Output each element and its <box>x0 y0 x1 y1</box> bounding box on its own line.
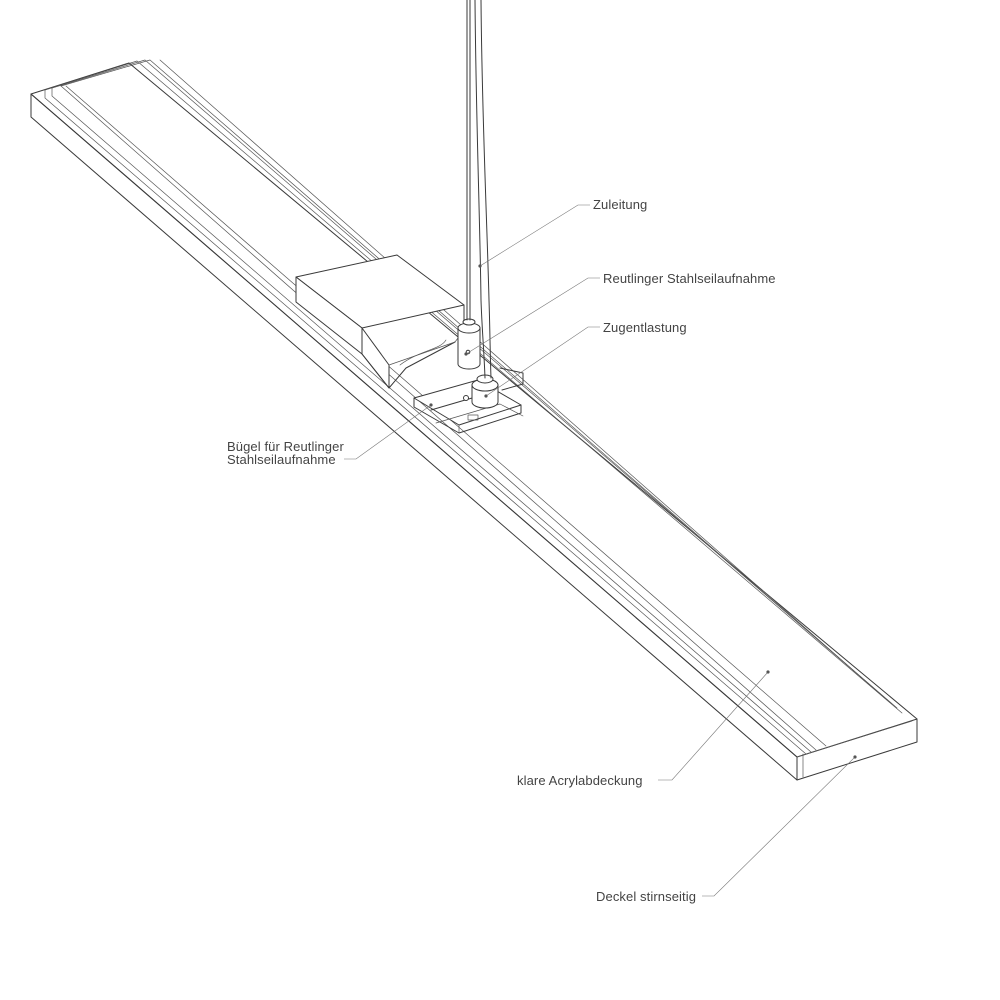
rail-groove-inner <box>60 59 893 705</box>
profile-front-face <box>30 93 798 781</box>
leader-stahlseilaufnahme <box>465 277 600 355</box>
cables <box>399 0 492 379</box>
rail-lip-front <box>44 89 807 755</box>
driver-box-ledge <box>388 329 465 366</box>
leader-dot-buegel <box>429 403 433 407</box>
driver-box-step <box>361 327 390 389</box>
label-acryl: klare Acrylabdeckung <box>517 773 643 788</box>
leader-lines <box>344 204 857 897</box>
leader-deckel <box>702 756 856 897</box>
rail-groove-outer <box>44 60 903 714</box>
rail-groove-outer-2 <box>51 59 898 709</box>
profile-outline-top <box>30 62 918 720</box>
label-zuleitung: Zuleitung <box>593 197 647 212</box>
leader-buegel <box>344 404 432 460</box>
leader-acryl <box>658 671 769 781</box>
leader-dot-zugentlastung <box>484 394 488 398</box>
label-buegel-line1: Bügel für Reutlinger <box>227 439 344 454</box>
profile-front-edge <box>30 93 798 758</box>
leader-dot-deckel <box>853 755 857 759</box>
leader-zuleitung <box>479 204 590 267</box>
driver-box <box>295 254 465 389</box>
screw-slot <box>467 414 479 421</box>
supply-cable-left <box>474 0 486 379</box>
label-stahlseilaufnahme: Reutlinger Stahlseilaufnahme <box>603 271 776 286</box>
label-zugentlastung: Zugentlastung <box>603 320 687 335</box>
rail-lip-front-2 <box>51 87 812 753</box>
leader-dot-stahlseilaufnahme <box>464 352 468 356</box>
profile-body <box>30 59 918 781</box>
bracket-lower <box>435 403 524 424</box>
label-buegel-line2: Stahlseilaufnahme <box>227 452 336 467</box>
driver-box-lower-edge <box>361 341 456 389</box>
set-screw-icon <box>463 395 469 401</box>
supply-cable-right <box>480 0 492 379</box>
mount-cylinder-upper <box>457 327 481 370</box>
internal-cable <box>399 339 447 366</box>
labels: Zuleitung Reutlinger Stahlseilaufnahme Z… <box>227 197 776 904</box>
cable-mount <box>457 318 499 409</box>
label-deckel: Deckel stirnseitig <box>596 889 696 904</box>
end-cap-top <box>796 720 913 758</box>
mount-cylinder-collar <box>462 318 476 326</box>
rail-lip-front-3 <box>60 85 817 751</box>
bracket-back-fold <box>499 367 524 391</box>
leader-dot-zuleitung <box>478 264 482 268</box>
leader-zugentlastung <box>485 326 600 397</box>
leader-dot-acryl <box>766 670 770 674</box>
